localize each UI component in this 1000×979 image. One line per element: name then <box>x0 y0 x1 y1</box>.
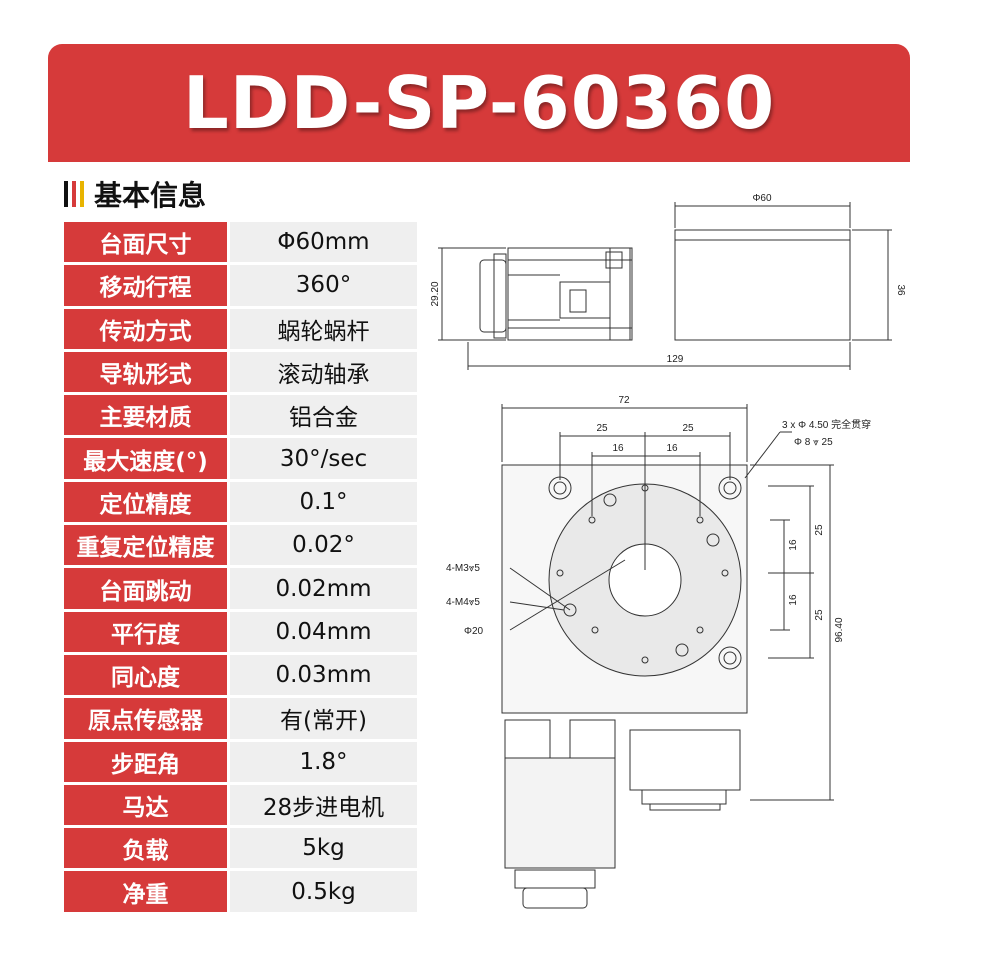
spec-value: 铝合金 <box>230 395 417 436</box>
dim-side-height-right: 36 <box>895 284 906 296</box>
side-view-drawing <box>479 229 851 341</box>
spec-label: 步距角 <box>64 741 230 782</box>
spec-value: 蜗轮蜗杆 <box>230 308 417 349</box>
spec-label: 导轨形式 <box>64 351 230 393</box>
spec-label: 马达 <box>64 784 230 826</box>
dim-v-upper-16: 16 <box>788 539 799 551</box>
section-title: 基本信息 <box>94 179 207 212</box>
spec-value: 0.03mm <box>230 654 417 696</box>
hole-note-line1: 3 x Φ 4.50 完全贯穿 <box>782 418 871 431</box>
dim-side-height-left: 29.20 <box>430 281 441 306</box>
technical-drawing: Φ60 29.20 36 129 72 25 25 16 16 3 x Φ 4.… <box>430 193 906 909</box>
spec-label: 平行度 <box>64 611 230 652</box>
spec-label: 重复定位精度 <box>64 525 230 566</box>
section-marker-icon <box>64 181 84 207</box>
spec-value: 有(常开) <box>230 698 417 739</box>
spec-label: 台面跳动 <box>64 568 230 609</box>
spec-label: 净重 <box>64 871 230 912</box>
spec-row: 传动方式蜗轮蜗杆 <box>64 308 417 352</box>
spec-value: Φ60mm <box>230 222 417 263</box>
spec-label: 移动行程 <box>64 265 230 306</box>
spec-value: 1.8° <box>230 741 417 782</box>
spec-value: 30°/sec <box>230 438 417 479</box>
spec-row: 主要材质铝合金 <box>64 395 417 439</box>
dim-v-lower-16: 16 <box>788 594 799 606</box>
spec-label: 最大速度(°) <box>64 438 230 479</box>
dim-side-length: 129 <box>667 354 684 365</box>
title-banner: LDD-SP-60360 <box>48 44 910 162</box>
spec-value: 28步进电机 <box>230 784 417 826</box>
spec-row: 最大速度(°)30°/sec <box>64 438 417 482</box>
dim-total-height: 96.40 <box>834 617 845 642</box>
spec-label: 负载 <box>64 828 230 869</box>
dim-v-upper-25: 25 <box>814 524 825 536</box>
spec-label: 原点传感器 <box>64 698 230 739</box>
spec-label: 传动方式 <box>64 308 230 349</box>
section-header: 基本信息 <box>64 174 206 214</box>
spec-value: 0.04mm <box>230 611 417 652</box>
center-bore-label: Φ20 <box>464 626 484 637</box>
spec-value: 0.1° <box>230 481 417 523</box>
thread-m4-label: 4-M4⩔5 <box>446 597 480 608</box>
spec-value: 0.02mm <box>230 568 417 609</box>
dim-inner-left: 16 <box>612 443 624 454</box>
spec-label: 主要材质 <box>64 395 230 436</box>
hole-note-line2: Φ 8 ⩔ 25 <box>794 437 833 448</box>
dim-v-lower-25: 25 <box>814 609 825 621</box>
spec-value: 360° <box>230 265 417 306</box>
product-model-title: LDD-SP-60360 <box>182 61 776 145</box>
spec-label: 同心度 <box>64 654 230 696</box>
spec-label: 定位精度 <box>64 481 230 523</box>
thread-m3-label: 4-M3⩔5 <box>446 563 480 574</box>
dim-spacing-left: 25 <box>596 423 608 434</box>
spec-row: 导轨形式滚动轴承 <box>64 351 417 396</box>
spec-value: 5kg <box>230 828 417 869</box>
dim-side-diameter: Φ60 <box>752 193 772 204</box>
dim-top-width: 72 <box>618 395 630 406</box>
spec-row: 原点传感器有(常开) <box>64 698 417 742</box>
spec-value: 0.02° <box>230 525 417 566</box>
top-view-drawing <box>501 464 748 909</box>
spec-label: 台面尺寸 <box>64 222 230 263</box>
spec-value: 0.5kg <box>230 871 417 912</box>
dim-inner-right: 16 <box>666 443 678 454</box>
spec-value: 滚动轴承 <box>230 351 417 393</box>
dim-spacing-right: 25 <box>682 423 694 434</box>
